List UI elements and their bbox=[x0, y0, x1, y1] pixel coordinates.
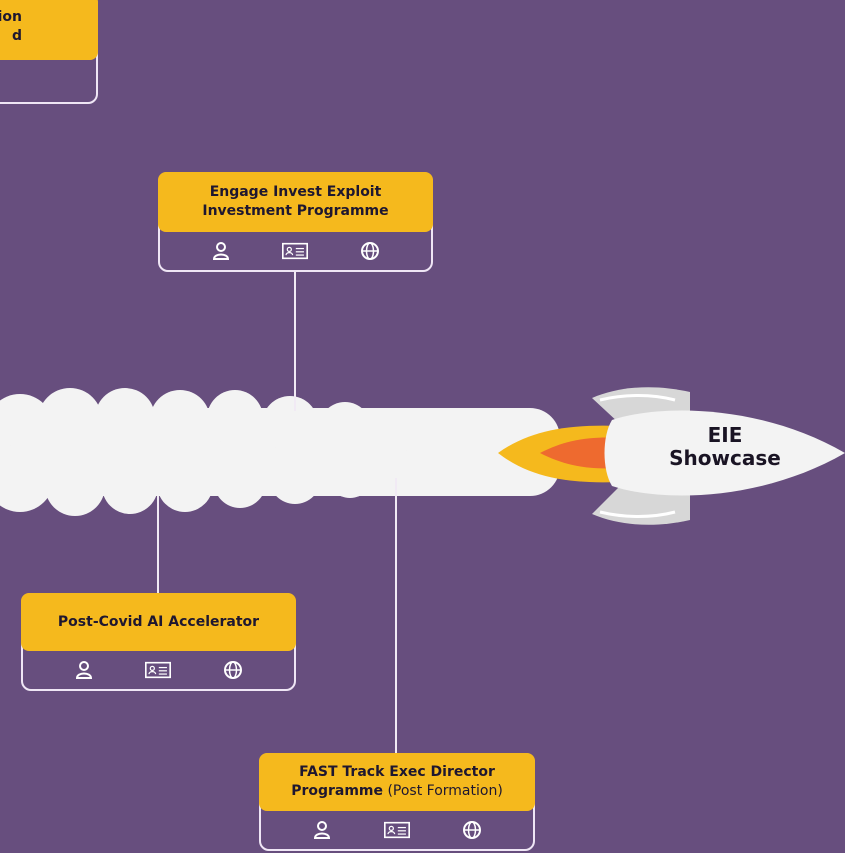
card-engage-line2: Investment Programme bbox=[202, 202, 388, 221]
card-post-covid-header: Post-Covid AI Accelerator bbox=[21, 593, 296, 651]
id-card-icon[interactable] bbox=[145, 659, 171, 681]
card-top-left[interactable]: ion d bbox=[0, 0, 98, 104]
rocket-label-line2: Showcase bbox=[650, 447, 800, 470]
globe-icon[interactable] bbox=[220, 659, 246, 681]
card-fast-track-header: FAST Track Exec Director Programme (Post… bbox=[259, 753, 535, 811]
card-post-covid-line1: Post-Covid AI Accelerator bbox=[58, 613, 259, 632]
card-engage-icons bbox=[160, 232, 431, 270]
card-fast-track[interactable]: FAST Track Exec Director Programme (Post… bbox=[259, 753, 535, 851]
smoke-trail bbox=[0, 388, 560, 516]
globe-icon[interactable] bbox=[357, 240, 383, 262]
card-engage-header: Engage Invest Exploit Investment Program… bbox=[158, 172, 433, 232]
person-icon[interactable] bbox=[309, 819, 335, 841]
card-post-covid[interactable]: Post-Covid AI Accelerator bbox=[21, 593, 296, 691]
connector-engage bbox=[294, 271, 296, 411]
card-post-covid-icons bbox=[23, 651, 294, 689]
connector-post-covid bbox=[157, 496, 159, 594]
card-top-left-line1: ion bbox=[0, 8, 22, 27]
person-icon[interactable] bbox=[208, 240, 234, 262]
card-fast-track-line2-suffix: (Post Formation) bbox=[383, 783, 503, 799]
card-fast-track-icons bbox=[261, 811, 533, 849]
rocket-label-line1: EIE bbox=[650, 424, 800, 447]
card-fast-track-line1: FAST Track Exec Director bbox=[299, 763, 495, 782]
globe-icon[interactable] bbox=[459, 819, 485, 841]
card-top-left-line2: d bbox=[12, 27, 22, 46]
connector-fast-track bbox=[395, 478, 397, 754]
card-engage[interactable]: Engage Invest Exploit Investment Program… bbox=[158, 172, 433, 272]
card-fast-track-line2-wrap: Programme (Post Formation) bbox=[291, 782, 503, 801]
card-top-left-header: ion d bbox=[0, 0, 98, 60]
id-card-icon[interactable] bbox=[282, 240, 308, 262]
card-engage-line1: Engage Invest Exploit bbox=[210, 183, 382, 202]
person-icon[interactable] bbox=[71, 659, 97, 681]
rocket-label: EIE Showcase bbox=[650, 424, 800, 470]
id-card-icon[interactable] bbox=[384, 819, 410, 841]
card-fast-track-line2: Programme bbox=[291, 783, 383, 799]
